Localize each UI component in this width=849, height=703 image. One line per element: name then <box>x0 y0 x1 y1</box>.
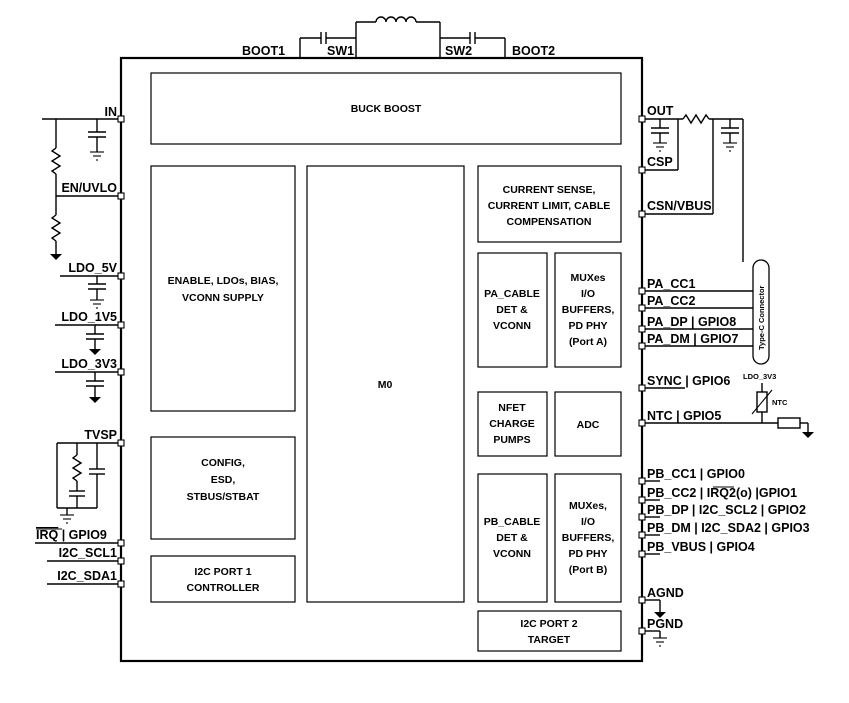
muxes-a-label-1: MUXes <box>570 272 605 284</box>
pin-ldo-5v: LDO_5V <box>68 261 117 275</box>
type-c-connector-label: Type-C Connector <box>757 285 766 350</box>
nfet-label-3: PUMPS <box>493 434 530 446</box>
pin-out: OUT <box>647 104 674 118</box>
pin-boot2: BOOT2 <box>512 44 555 58</box>
nfet-label-2: CHARGE <box>489 418 535 430</box>
ldo-3v3-ext-label: LDO_3V3 <box>743 372 776 381</box>
pin-pb-cc2: PB_CC2 | IRQ2(o) |GPIO1 <box>647 486 797 500</box>
config-block <box>150 436 296 540</box>
pb-cable-label-3: VCONN <box>493 548 531 560</box>
pin-agnd: AGND <box>647 586 684 600</box>
enable-label-1: ENABLE, LDOs, BIAS, <box>168 275 279 287</box>
pin-pb-cc2-a: PB_CC2 | <box>647 486 707 500</box>
pin-en-uvlo: EN/UVLO <box>61 181 117 195</box>
pin-sw1: SW1 <box>327 44 354 58</box>
pin-i2c-sda1: I2C_SDA1 <box>57 569 117 583</box>
pin-csp: CSP <box>647 155 673 169</box>
buck-boost-block <box>150 72 622 145</box>
config-label-2: ESD, <box>211 474 236 486</box>
pin-gpio9-text: | GPIO9 <box>58 528 107 542</box>
right-pin-markers <box>638 115 646 635</box>
pin-ldo-1v5: LDO_1V5 <box>61 310 117 324</box>
i2c-port2-block <box>477 610 622 652</box>
pin-ntc: NTC | GPIO5 <box>647 409 721 423</box>
pin-irq-overbar-text: IRQ <box>36 528 59 542</box>
current-sense-label-1: CURRENT SENSE, <box>503 184 596 196</box>
muxes-a-label-3: BUFFERS, <box>562 304 615 316</box>
buck-boost-label: BUCK BOOST <box>351 103 422 115</box>
adc-block <box>554 391 622 457</box>
i2c-port1-label-2: CONTROLLER <box>187 582 260 594</box>
pin-pb-cc2-gpio1: |GPIO1 <box>752 486 797 500</box>
pa-cable-label-2: DET & <box>496 304 528 316</box>
muxes-b-label-5: (Port B) <box>569 564 608 576</box>
pin-ldo-3v3: LDO_3V3 <box>61 357 117 371</box>
muxes-a-block <box>554 252 622 368</box>
pin-sw2: SW2 <box>445 44 472 58</box>
pa-cable-block <box>477 252 548 368</box>
inductor-icon <box>375 16 417 23</box>
adc-label: ADC <box>577 419 600 431</box>
i2c-port2-label-2: TARGET <box>528 634 571 646</box>
muxes-b-label-1: MUXes, <box>569 500 607 512</box>
pin-pb-cc1: PB_CC1 | GPIO0 <box>647 467 745 481</box>
pin-sync: SYNC | GPIO6 <box>647 374 730 388</box>
pb-cable-label-1: PB_CABLE <box>484 516 541 528</box>
i2c-port1-label-1: I2C PORT 1 <box>194 566 251 578</box>
pin-pgnd: PGND <box>647 617 683 631</box>
current-sense-block <box>477 165 622 243</box>
current-sense-label-2: CURRENT LIMIT, CABLE <box>488 200 611 212</box>
top-switch-network: BOOT1 SW1 SW2 BOOT2 <box>242 16 555 58</box>
nfet-block <box>477 391 548 457</box>
pb-cable-block <box>477 473 548 603</box>
pin-pa-dp: PA_DP | GPIO8 <box>647 315 736 329</box>
ntc-ext-label: NTC <box>772 398 788 407</box>
i2c-port2-label-1: I2C PORT 2 <box>520 618 577 630</box>
left-pin-markers <box>117 115 125 588</box>
pin-boot1: BOOT1 <box>242 44 285 58</box>
nfet-label-1: NFET <box>498 402 526 414</box>
muxes-b-label-3: BUFFERS, <box>562 532 615 544</box>
pin-pb-cc2-irq2: IRQ2(o) <box>707 486 752 500</box>
pin-i2c-scl1: I2C_SCL1 <box>59 546 117 560</box>
i2c-port1-block <box>150 555 296 603</box>
current-sense-label-3: COMPENSATION <box>507 216 592 228</box>
pa-cable-label-3: VCONN <box>493 320 531 332</box>
pin-pb-dp: PB_DP | I2C_SCL2 | GPIO2 <box>647 503 806 517</box>
right-external-circuit: Type-C Connector LDO_3V3 NTC <box>645 113 814 647</box>
muxes-a-label-5: (Port A) <box>569 336 607 348</box>
config-label-3: STBUS/STBAT <box>187 491 260 503</box>
pin-csn-vbus: CSN/VBUS <box>647 199 712 213</box>
muxes-b-label-2: I/O <box>581 516 595 528</box>
pin-pa-cc1: PA_CC1 <box>647 277 695 291</box>
pin-tvsp: TVSP <box>84 428 117 442</box>
type-c-connector-icon <box>752 259 770 365</box>
config-label-1: CONFIG, <box>201 457 245 469</box>
pin-pa-cc2: PA_CC2 <box>647 294 695 308</box>
pin-pb-dm: PB_DM | I2C_SDA2 | GPIO3 <box>647 521 810 535</box>
pa-cable-label-1: PA_CABLE <box>484 288 540 300</box>
resistor-icon <box>50 147 62 175</box>
m0-block <box>306 165 465 603</box>
pin-irq-gpio9: IRQ | GPIO9 <box>36 528 107 542</box>
left-external-circuit <box>35 118 118 585</box>
muxes-a-label-4: PD PHY <box>568 320 607 332</box>
pin-in: IN <box>105 105 118 119</box>
m0-label: M0 <box>378 379 393 391</box>
enable-label-2: VCONN SUPPLY <box>182 292 264 304</box>
pb-cable-label-2: DET & <box>496 532 528 544</box>
ground-icon <box>50 254 62 260</box>
muxes-b-label-4: PD PHY <box>568 548 607 560</box>
enable-ldo-block <box>150 165 296 412</box>
resistor-icon <box>777 417 801 429</box>
muxes-b-block <box>554 473 622 603</box>
muxes-a-label-2: I/O <box>581 288 595 300</box>
pin-pa-dm: PA_DM | GPIO7 <box>647 332 739 346</box>
pin-pb-vbus: PB_VBUS | GPIO4 <box>647 540 755 554</box>
